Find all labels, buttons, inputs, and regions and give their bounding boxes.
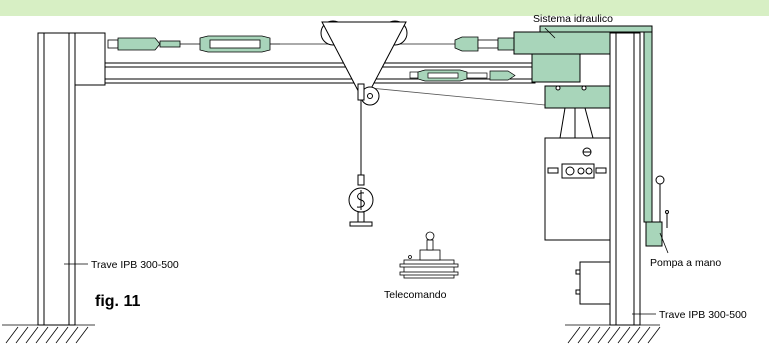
remote-control-device	[399, 231, 459, 279]
label-hand-pump: Pompa a mano	[650, 257, 721, 269]
hanging-load-cell	[348, 100, 374, 227]
top-banner	[0, 0, 769, 16]
pump-gauge	[655, 175, 669, 228]
leader-lines	[64, 27, 669, 315]
right-upper-tensioner	[454, 36, 515, 52]
label-beam-right: Trave IPB 300-500	[659, 309, 747, 321]
label-beam-left: Trave IPB 300-500	[91, 259, 179, 271]
right-column	[609, 32, 641, 326]
ground-hatch-right	[565, 324, 661, 344]
lower-tensioner	[409, 69, 516, 82]
lower-cable	[369, 87, 546, 106]
label-hydraulic-system: Sistema idraulico	[533, 13, 613, 25]
left-tensioner	[107, 35, 280, 53]
pulley-block	[320, 20, 408, 106]
ground-hatch-left	[2, 324, 95, 344]
hydraulic-system	[513, 25, 663, 247]
junction-box	[575, 261, 611, 305]
figure-number: fig. 11	[95, 293, 140, 310]
left-column	[37, 32, 106, 326]
control-panel	[544, 107, 611, 241]
label-remote-control: Telecomando	[384, 289, 447, 301]
